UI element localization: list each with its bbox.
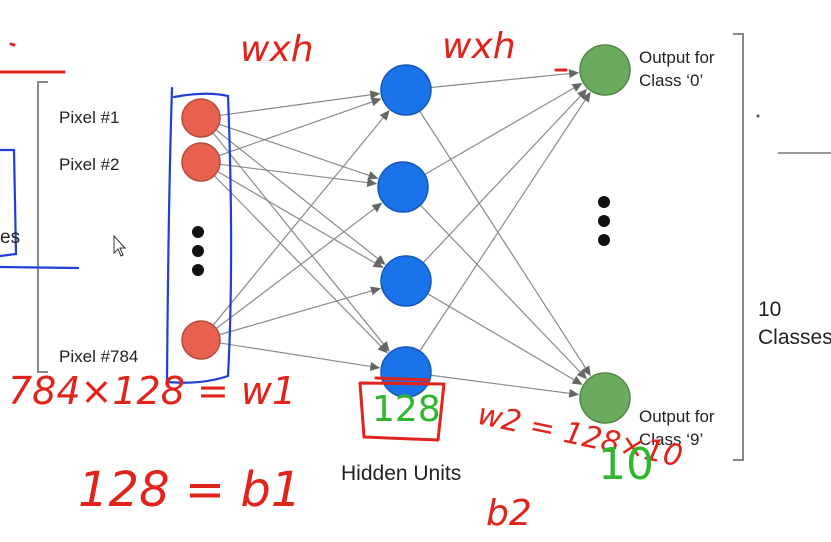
output-label-class-0-line1: Output for [639,48,715,67]
output-label-class-9-line1: Output for [639,407,715,426]
input-node-2 [181,320,221,360]
edge-h3-out1 [430,374,579,396]
edge-in1-h1-arrowhead [366,178,378,188]
input-node-1 [181,142,221,182]
edge-in2-h0 [212,110,390,326]
edge-h1-out0 [424,83,582,175]
edges-layer [212,69,591,398]
output-node-1 [579,372,631,424]
edge-h0-out1 [419,110,591,376]
edge-h2-out1 [427,293,583,385]
output-label-class-9: Output for Class ‘9’ [639,405,715,451]
annotation-b1: 128 = b1 [78,462,302,518]
edge-h2-out0 [422,89,587,264]
blue-input-loop [165,86,233,384]
annotation-hidden-count: 128 [372,389,441,430]
blue-left-line [0,265,80,270]
blue-left-box [0,148,18,258]
edge-in2-h2-arrowhead [370,286,382,296]
edge-in0-h0 [219,93,380,117]
output-bracket [733,33,744,461]
hidden-units-label: Hidden Units [341,462,462,485]
cropped-left-label: es [0,227,21,248]
hidden-node-2 [380,255,432,307]
annotation-dims-w1: 784×128 = w1 [8,369,297,413]
input-node-0 [181,98,221,138]
edge-h0-out0 [430,72,579,89]
edge-h3-out1-arrowhead [568,388,580,398]
hidden-node-1 [377,161,429,213]
edge-h1-out1-arrowhead [576,368,588,380]
blue-ink-annotations [0,86,233,384]
classes-count-line2: Classes [758,326,831,349]
edge-in2-h3 [219,342,380,369]
mouse-cursor-icon [113,234,127,257]
annotation-wxh-1: wxh [240,29,314,70]
classes-count-line1: 10 [758,298,782,321]
edge-in2-h2 [219,287,381,336]
output-ellipsis [598,196,610,246]
dot-mark [756,114,760,118]
edge-in0-h3 [212,132,390,352]
input-label-pixel-1: Pixel #1 [59,108,120,127]
edge-in0-h1 [218,123,378,179]
edge-in1-h1 [219,163,377,185]
edge-in1-h0-arrowhead [370,97,382,107]
output-label-class-0: Output for Class ‘0’ [639,46,715,92]
edge-h2-out1-arrowhead [571,375,583,385]
edge-h0-out0-arrowhead [568,69,580,79]
edge-h0-out1-arrowhead [581,365,591,377]
annotation-b2: b2 [486,493,532,534]
input-label-pixel-2: Pixel #2 [59,155,120,174]
edge-h1-out0-arrowhead [571,83,583,92]
classes-count-label: 10 Classes [758,296,831,352]
input-label-pixel-784: Pixel #784 [59,347,139,366]
edge-in1-h3-arrowhead [377,343,388,354]
output-node-0 [579,44,631,96]
edge-h3-out0-arrowhead [581,91,591,103]
annotation-ten: 10 [598,439,654,490]
annotation-wxh-2: wxh [442,26,516,67]
red-arrow-underline [381,381,432,386]
edge-in2-h1 [215,202,382,330]
edge-in0-h1-arrowhead [367,171,379,180]
edge-in1-h2-arrowhead [372,259,384,268]
edge-h1-out1 [419,204,587,379]
edge-in2-h1-arrowhead [371,202,383,213]
red-top-left-dot [9,42,16,47]
edge-in1-h0 [218,98,381,157]
edge-h3-out0 [419,92,591,352]
edge-h2-out0-arrowhead [577,88,588,100]
red-ink-annotations [0,42,568,442]
input-bracket [37,81,48,373]
hidden-node-0 [380,64,432,116]
edge-in0-h2 [215,129,386,265]
edge-in0-h0-arrowhead [369,90,381,100]
output-label-class-0-line2: Class ‘0’ [639,71,704,90]
output-label-class-9-line2: Class ‘9’ [639,430,704,449]
edge-in2-h3-arrowhead [369,362,381,371]
red-arrow-box [374,376,430,382]
nodes-layer [181,44,631,424]
edge-in2-h0-arrowhead [379,110,390,121]
input-ellipsis [192,226,204,276]
